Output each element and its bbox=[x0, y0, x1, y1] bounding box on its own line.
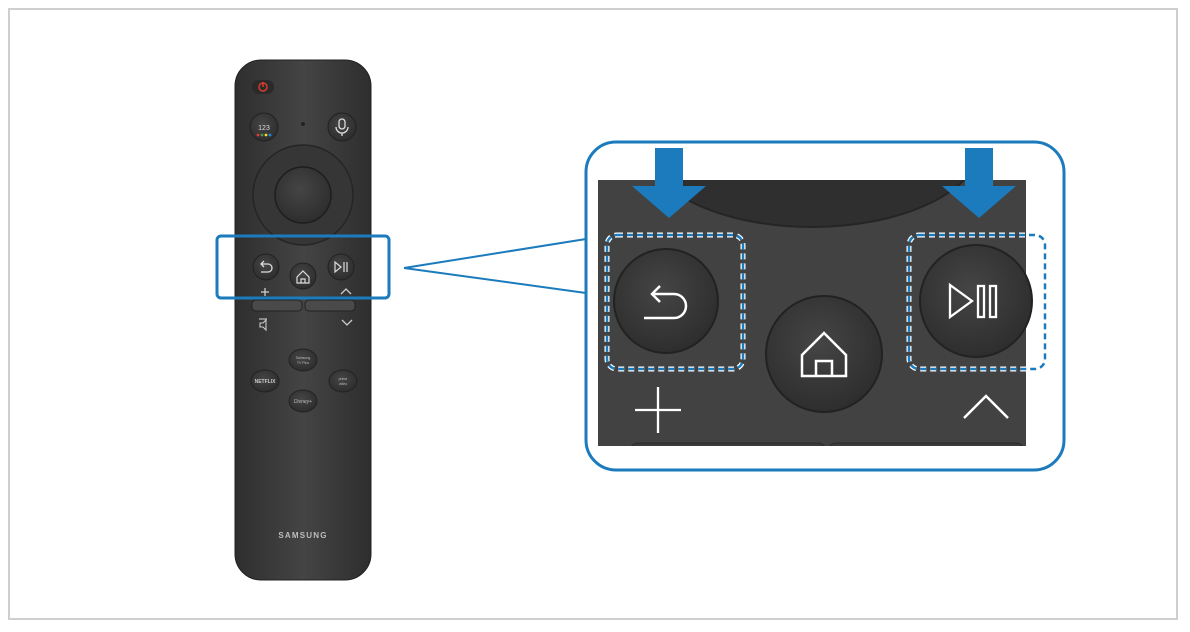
down-arrow-left bbox=[632, 148, 706, 218]
remote-highlight-box bbox=[215, 234, 391, 300]
mic-icon bbox=[335, 118, 349, 136]
color-numbers-button[interactable]: 123 bbox=[249, 112, 279, 142]
numeric-label: 123 bbox=[258, 125, 270, 132]
channel-rocker[interactable] bbox=[304, 299, 356, 312]
color-numbers-icon: 123 bbox=[256, 125, 272, 137]
zoom-connector bbox=[403, 238, 587, 294]
home-icon bbox=[800, 331, 848, 378]
down-arrow-right bbox=[942, 148, 1016, 218]
svg-text:Samsung: Samsung bbox=[296, 356, 311, 360]
app-button-prime-video[interactable]: prime video bbox=[328, 369, 358, 393]
back-icon bbox=[260, 260, 273, 273]
power-button[interactable] bbox=[252, 80, 274, 94]
remote-play-pause-button[interactable] bbox=[327, 253, 355, 281]
channel-down-icon bbox=[341, 319, 353, 326]
plus-icon bbox=[635, 387, 681, 433]
zoom-callout bbox=[584, 140, 1066, 472]
home-button[interactable] bbox=[765, 295, 883, 413]
power-icon bbox=[258, 82, 268, 92]
directional-pad[interactable] bbox=[252, 144, 354, 246]
app-button-samsung-tv-plus[interactable]: Samsung TV Plus bbox=[288, 348, 318, 372]
mute-icon bbox=[259, 318, 267, 332]
remote-back-button[interactable] bbox=[252, 253, 280, 281]
app-button-disney-plus[interactable]: Disney+ bbox=[288, 389, 318, 413]
svg-text:video: video bbox=[339, 382, 347, 386]
svg-text:prime: prime bbox=[339, 377, 348, 381]
mic-sensor-dot bbox=[301, 122, 305, 126]
illustration-frame: 123 bbox=[8, 8, 1178, 620]
app-button-netflix[interactable]: NETFLIX bbox=[250, 369, 280, 393]
play-pause-button[interactable] bbox=[919, 244, 1033, 358]
remote-home-button[interactable] bbox=[289, 262, 317, 290]
back-icon bbox=[644, 285, 688, 320]
channel-up-icon bbox=[340, 288, 352, 295]
play-pause-icon bbox=[948, 282, 998, 320]
mic-button[interactable] bbox=[327, 112, 357, 142]
svg-text:Disney+: Disney+ bbox=[294, 399, 312, 405]
volume-up-icon bbox=[261, 288, 269, 296]
volume-rocker[interactable] bbox=[251, 299, 303, 312]
remote-control: 123 bbox=[234, 59, 372, 581]
select-button[interactable] bbox=[274, 166, 332, 224]
svg-text:NETFLIX: NETFLIX bbox=[255, 379, 276, 385]
svg-text:TV Plus: TV Plus bbox=[297, 361, 310, 365]
brand-logo: SAMSUNG bbox=[278, 531, 327, 540]
back-button[interactable] bbox=[613, 248, 719, 354]
remote-illustration: 123 bbox=[215, 59, 1066, 581]
play-pause-icon bbox=[334, 260, 348, 274]
channel-up-icon bbox=[963, 394, 1009, 419]
home-icon bbox=[296, 270, 310, 284]
